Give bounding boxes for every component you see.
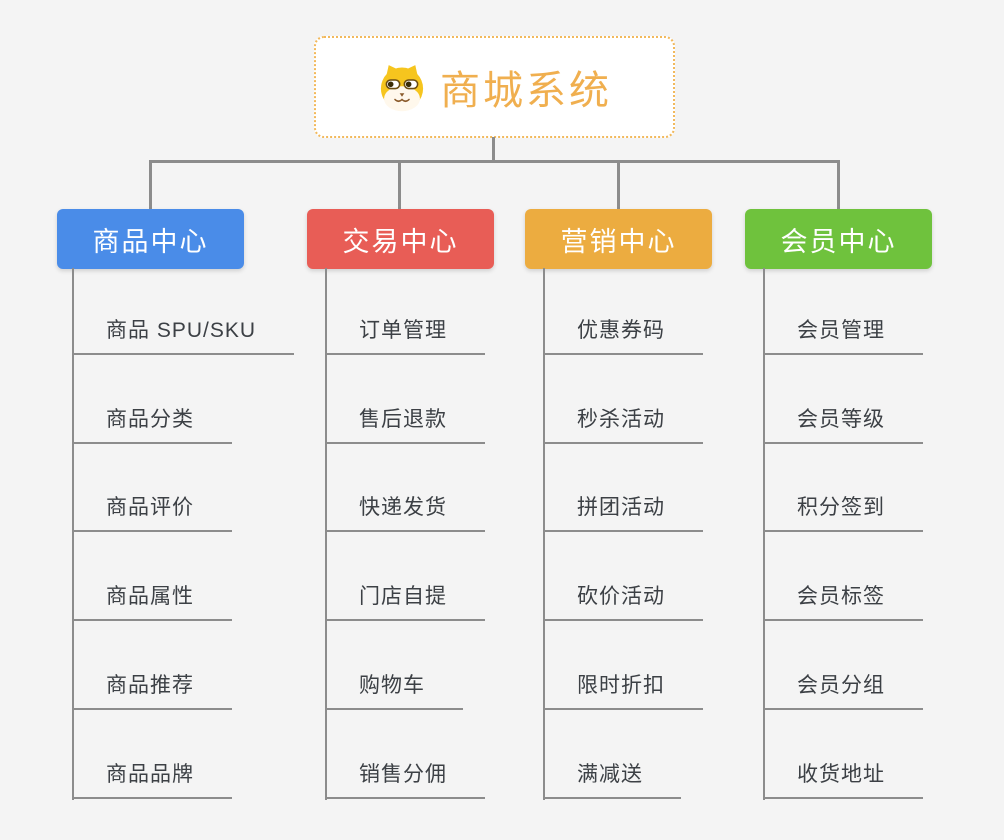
branch-child-line-goods [72, 268, 74, 800]
leaf-label: 门店自提 [325, 580, 485, 622]
leaf-node[interactable]: 会员标签 [763, 532, 923, 622]
leaf-node[interactable]: 拼团活动 [543, 444, 703, 533]
drop-connector-goods [149, 160, 152, 209]
branch-children-trade: 订单管理 售后退款 快递发货 门店自提 购物车 销售分佣 [325, 266, 485, 799]
leaf-node[interactable]: 商品 SPU/SKU [72, 266, 295, 355]
leaf-label: 限时折扣 [543, 669, 703, 710]
branch-box-marketing[interactable]: 营销中心 [525, 209, 712, 269]
leaf-node[interactable]: 会员等级 [763, 355, 923, 444]
branch-children-member: 会员管理 会员等级 积分签到 会员标签 会员分组 收货地址 [763, 266, 923, 799]
leaf-node[interactable]: 商品评价 [72, 444, 294, 533]
leaf-label: 商品分类 [72, 403, 232, 444]
branch-label: 营销中心 [560, 226, 677, 257]
leaf-label: 快递发货 [325, 491, 485, 533]
leaf-label: 会员管理 [763, 314, 923, 355]
leaf-label: 优惠券码 [543, 314, 703, 355]
leaf-label: 商品推荐 [72, 669, 232, 710]
leaf-node[interactable]: 优惠券码 [543, 266, 703, 355]
leaf-node[interactable]: 积分签到 [763, 444, 923, 533]
leaf-node[interactable]: 购物车 [325, 621, 485, 710]
leaf-label: 收货地址 [763, 758, 923, 799]
leaf-label: 商品 SPU/SKU [72, 314, 295, 355]
leaf-node[interactable]: 销售分佣 [325, 710, 485, 799]
leaf-node[interactable]: 秒杀活动 [543, 355, 703, 444]
leaf-node[interactable]: 商品推荐 [72, 621, 294, 710]
drop-connector-trade [398, 160, 401, 209]
root-title: 商城系统 [440, 69, 612, 113]
branch-child-line-member [763, 268, 765, 800]
branch-label: 商品中心 [92, 226, 209, 257]
trunk-connector [149, 160, 840, 163]
branch-box-goods[interactable]: 商品中心 [57, 209, 244, 269]
leaf-label: 秒杀活动 [543, 403, 703, 444]
branch-child-line-marketing [543, 268, 545, 800]
leaf-node[interactable]: 砍价活动 [543, 532, 703, 622]
leaf-label: 会员分组 [763, 669, 923, 710]
leaf-node[interactable]: 订单管理 [325, 266, 485, 355]
drop-connector-marketing [617, 160, 620, 209]
leaf-label: 会员等级 [763, 403, 923, 444]
branch-children-goods: 商品 SPU/SKU 商品分类 商品评价 商品属性 商品推荐 商品品牌 [72, 266, 295, 799]
drop-connector-member [837, 160, 840, 209]
leaf-label: 会员标签 [763, 580, 923, 622]
leaf-label: 商品属性 [72, 580, 232, 622]
leaf-node[interactable]: 商品属性 [72, 532, 294, 622]
leaf-label: 积分签到 [763, 491, 923, 533]
leaf-node[interactable]: 限时折扣 [543, 621, 703, 710]
branch-label: 会员中心 [780, 226, 897, 257]
doge-icon [377, 62, 427, 112]
leaf-node[interactable]: 满减送 [543, 710, 703, 799]
leaf-label: 售后退款 [325, 403, 485, 444]
branch-children-marketing: 优惠券码 秒杀活动 拼团活动 砍价活动 限时折扣 满减送 [543, 266, 703, 799]
leaf-node[interactable]: 售后退款 [325, 355, 485, 444]
root-node[interactable]: 商城系统 [314, 36, 675, 138]
leaf-label: 拼团活动 [543, 491, 703, 533]
leaf-label: 商品品牌 [72, 758, 232, 799]
root-stem-connector [492, 137, 495, 163]
leaf-label: 满减送 [543, 758, 681, 799]
leaf-node[interactable]: 会员管理 [763, 266, 923, 355]
leaf-label: 砍价活动 [543, 580, 703, 622]
leaf-label: 购物车 [325, 669, 463, 710]
leaf-label: 销售分佣 [325, 758, 485, 799]
branch-box-trade[interactable]: 交易中心 [307, 209, 494, 269]
leaf-node[interactable]: 快递发货 [325, 444, 485, 533]
branch-child-line-trade [325, 268, 327, 800]
leaf-label: 订单管理 [325, 314, 485, 355]
branch-box-member[interactable]: 会员中心 [745, 209, 932, 269]
leaf-node[interactable]: 收货地址 [763, 710, 923, 799]
leaf-node[interactable]: 会员分组 [763, 621, 923, 710]
leaf-label: 商品评价 [72, 491, 232, 533]
leaf-node[interactable]: 商品品牌 [72, 710, 294, 799]
leaf-node[interactable]: 商品分类 [72, 355, 294, 444]
branch-label: 交易中心 [342, 226, 459, 257]
leaf-node[interactable]: 门店自提 [325, 532, 485, 622]
